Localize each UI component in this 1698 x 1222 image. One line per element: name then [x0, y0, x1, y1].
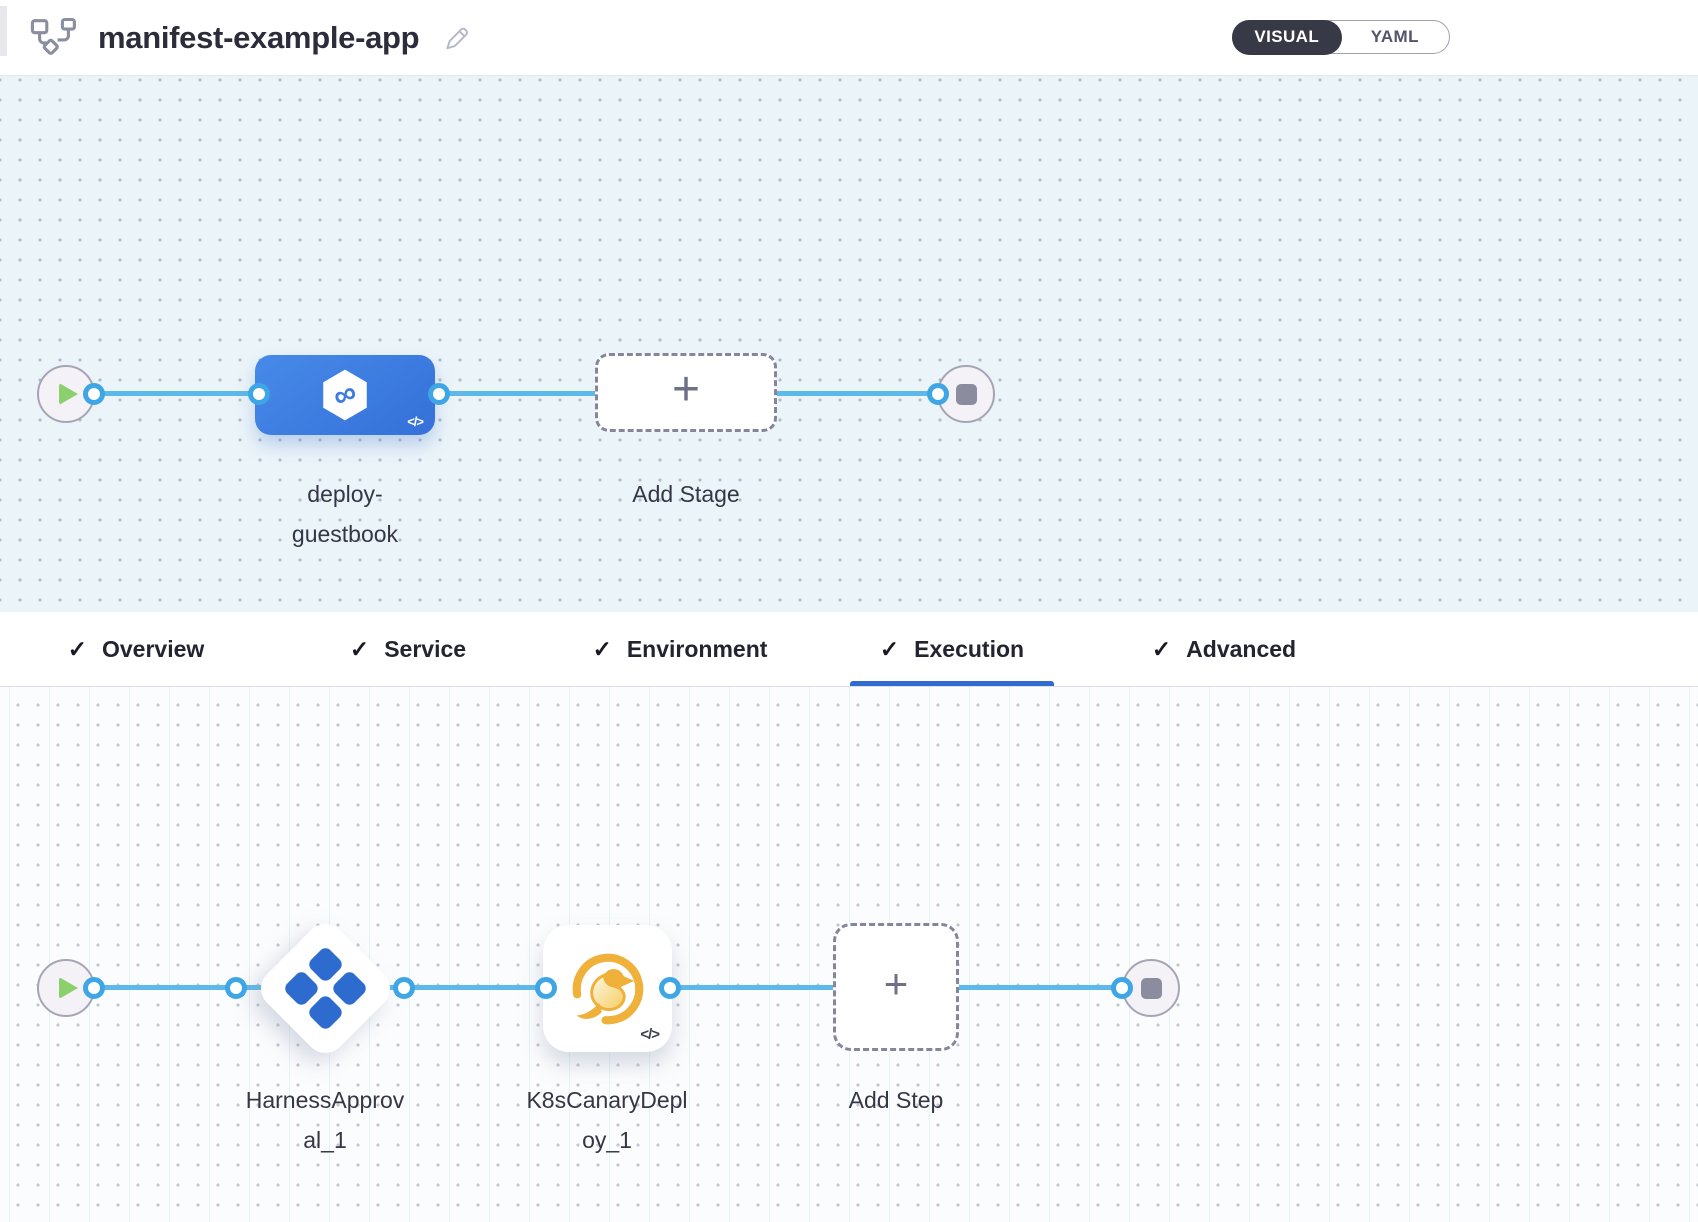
connector-port — [83, 977, 105, 999]
stage-tabs-bar: ✓ Overview ✓ Service ✓ Environment ✓ Exe… — [0, 612, 1698, 687]
approval-step-icon — [281, 944, 369, 1032]
step-name-label: K8sCanaryDepl oy_1 — [526, 1087, 688, 1153]
page-title: manifest-example-app — [98, 19, 420, 55]
left-edge-strip — [0, 6, 7, 56]
stage-node-deploy-guestbook[interactable]: ∞ </> — [255, 355, 435, 435]
plus-icon: + — [883, 960, 909, 1007]
step-node-k8s-canary-deploy[interactable]: </> — [543, 925, 672, 1052]
plus-icon: + — [671, 362, 701, 416]
toggle-visual-button[interactable]: VISUAL — [1231, 19, 1343, 55]
check-icon: ✓ — [592, 635, 612, 662]
check-icon: ✓ — [1151, 635, 1172, 662]
visual-yaml-toggle: VISUAL YAML — [1231, 19, 1450, 55]
code-badge-icon: </> — [640, 1026, 660, 1043]
connector-port — [659, 977, 681, 999]
stage-connector-line — [94, 391, 938, 396]
tab-overview[interactable]: ✓ Overview — [67, 635, 205, 662]
connector-port — [535, 977, 557, 999]
connector-port — [428, 383, 450, 405]
check-icon: ✓ — [67, 635, 87, 662]
connector-port — [927, 383, 949, 405]
play-icon — [59, 383, 78, 405]
canary-deploy-icon — [572, 953, 643, 1024]
play-icon — [59, 977, 78, 999]
execution-graph-canvas[interactable]: </> + HarnessApprov al_1 K8sCanaryDepl o… — [0, 687, 1698, 1222]
connector-port — [393, 977, 415, 999]
pipeline-header: manifest-example-app VISUAL YAML — [0, 0, 1698, 76]
code-badge-icon: </> — [407, 414, 424, 429]
check-icon: ✓ — [879, 635, 900, 662]
pipeline-icon — [30, 17, 76, 55]
step-node-harness-approval[interactable] — [252, 915, 398, 1061]
stop-icon — [1140, 977, 1162, 999]
cd-stage-icon: ∞ — [323, 369, 367, 421]
stop-icon — [955, 383, 977, 405]
connector-port — [83, 383, 105, 405]
tab-advanced[interactable]: ✓ Advanced — [1151, 635, 1297, 662]
toggle-yaml-button[interactable]: YAML — [1370, 27, 1419, 46]
connector-port — [248, 383, 270, 405]
tab-execution[interactable]: ✓ Execution — [849, 612, 1055, 686]
add-stage-label: Add Stage — [632, 481, 740, 507]
connector-port — [225, 977, 247, 999]
stage-name-label: deploy- guestbook — [291, 481, 399, 547]
stage-graph-canvas[interactable]: ∞ </> + deploy- guestbook Add Stage — [0, 76, 1698, 612]
connector-port — [1111, 977, 1133, 999]
execution-end-node — [1122, 959, 1180, 1017]
tab-service[interactable]: ✓ Service — [349, 635, 467, 662]
edit-pencil-icon[interactable] — [443, 24, 471, 52]
add-stage-button[interactable]: + — [595, 353, 777, 432]
tab-environment[interactable]: ✓ Environment — [592, 635, 768, 662]
add-step-button[interactable]: + — [833, 923, 959, 1051]
check-icon: ✓ — [349, 635, 370, 662]
step-name-label: HarnessApprov al_1 — [245, 1087, 405, 1153]
add-step-label: Add Step — [848, 1087, 944, 1113]
